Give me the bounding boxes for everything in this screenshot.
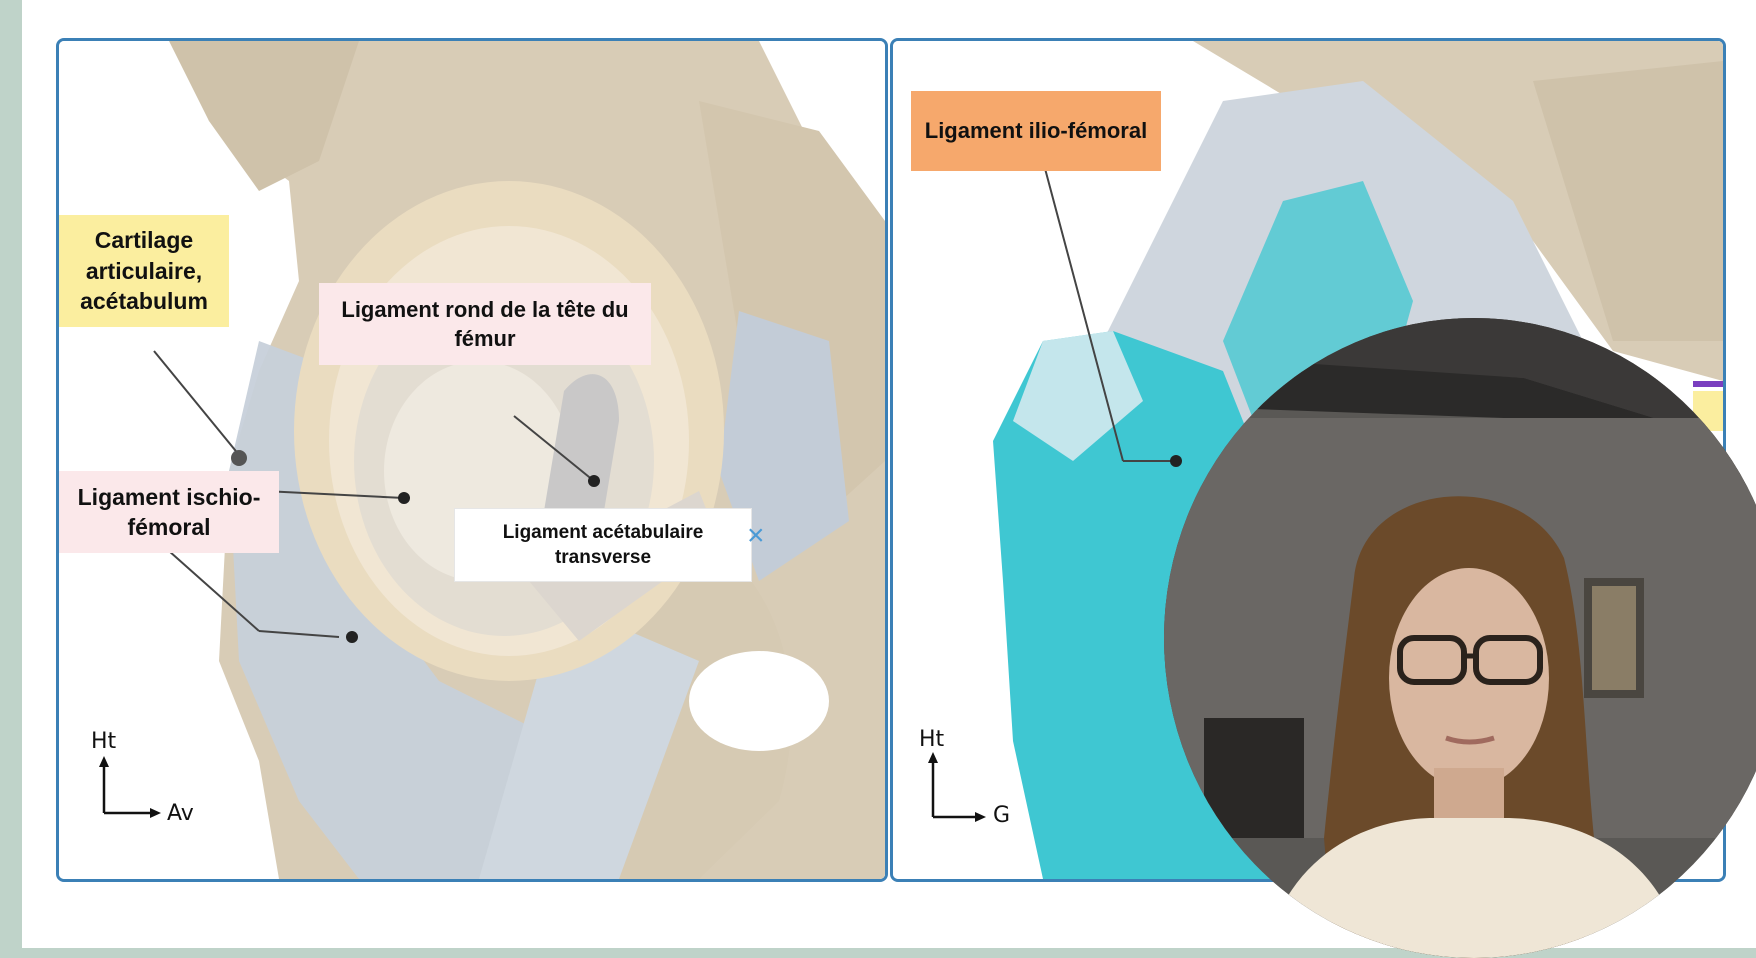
axis-label-g: G bbox=[993, 803, 1010, 828]
label-cartilage-articulaire: Cartilage articulaire, acétabulum bbox=[59, 215, 229, 327]
webcam-overlay[interactable] bbox=[1164, 318, 1756, 958]
label-ligament-rond: Ligament rond de la tête du fémur bbox=[319, 283, 651, 365]
axis-label-right: Av bbox=[167, 801, 194, 826]
left-hip-illustration bbox=[59, 41, 885, 879]
close-icon[interactable]: × bbox=[747, 521, 765, 551]
label-ligament-ilio-femoral: Ligament ilio-fémoral bbox=[911, 91, 1161, 171]
webcam-video bbox=[1164, 318, 1756, 958]
label-ligament-ischio-femoral: Ligament ischio- fémoral bbox=[59, 471, 279, 553]
axis-label-up: Ht bbox=[91, 729, 116, 754]
label-ligament-acetabulaire: Ligament acétabulaire transverse bbox=[455, 509, 751, 581]
axis-label-up-right: Ht bbox=[919, 727, 944, 752]
left-anatomy-panel: Cartilage articulaire, acétabulum Ligame… bbox=[56, 38, 888, 882]
